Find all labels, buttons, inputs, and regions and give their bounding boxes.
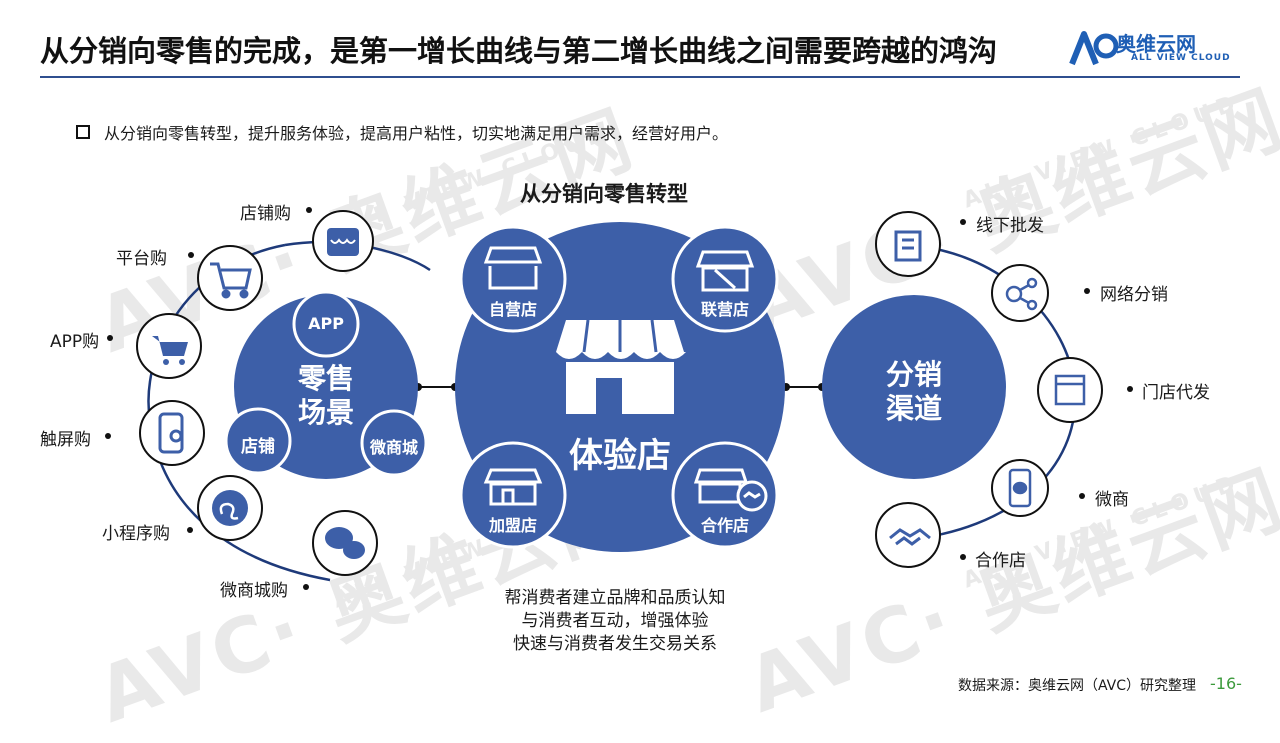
wechat-icon: [325, 527, 365, 559]
retail-node-app-label: APP: [308, 314, 344, 333]
retail-node-app: [292, 290, 360, 358]
franchise-store-icon: [483, 468, 543, 506]
bullet-square-icon: [76, 125, 90, 139]
storefront-icon: [556, 319, 686, 414]
dist-channel-label: 线下批发: [976, 216, 1044, 236]
source-note: 数据来源：奥维云网（AVC）研究整理: [958, 678, 1197, 694]
store-type-joint-label: 联营店: [700, 300, 749, 319]
touchscreen-icon: [158, 412, 184, 454]
retail-channel-label: APP购: [50, 332, 100, 352]
experience-hub-label: 体验店: [569, 436, 671, 476]
retail-node-store: [224, 407, 292, 475]
retail-node-mall-label: 微商城: [369, 438, 418, 457]
retail-node-mall: [360, 409, 428, 477]
avc-logo-icon: [1069, 31, 1119, 66]
benefit-line: 与消费者互动，增强体验: [521, 611, 709, 631]
benefit-line: 快速与消费者发生交易关系: [513, 634, 717, 654]
wholesale-icon: [894, 230, 922, 262]
retail-channel-label: 平台购: [116, 249, 167, 269]
self-store-icon: [483, 246, 543, 290]
benefit-line: 帮消费者建立品牌和品质认知: [504, 588, 726, 608]
channel-circle-platform: [197, 245, 263, 311]
distribution-hub-label: 分销渠道: [885, 358, 942, 425]
cart-icon: [210, 262, 252, 299]
page-number: -16-: [1210, 674, 1242, 693]
transformation-diagram: [105, 207, 1133, 590]
network-icon: [1005, 277, 1038, 311]
store-type-partner-label: 合作店: [700, 516, 749, 535]
bullet-text: 从分销向零售转型，提升服务体验，提高用户粘性，切实地满足用户需求，经营好用户。: [104, 124, 729, 143]
handshake-icon: [889, 528, 931, 546]
retail-channel-label: 微商城购: [220, 581, 288, 601]
dist-channel-label: 门店代发: [1142, 383, 1210, 403]
dist-channel-label: 微商: [1095, 490, 1129, 510]
retail-channel-label: 店铺购: [240, 204, 291, 224]
store-icon: [327, 228, 359, 256]
retail-node-store-label: 店铺: [241, 437, 275, 457]
joint-store-icon: [695, 250, 755, 292]
retail-channel-label: 触屏购: [40, 430, 91, 450]
dist-circle-dropship: [1037, 357, 1103, 423]
logo-brand: 奥维云网: [1116, 32, 1196, 56]
distribution-hub: [822, 295, 1006, 479]
store-type-franchise-label: 加盟店: [488, 516, 537, 535]
store-type-self: [459, 225, 567, 333]
dist-channel-label: 网络分销: [1100, 285, 1168, 305]
page-title: 从分销向零售的完成，是第一增长曲线与第二增长曲线之间需要跨越的鸿沟: [40, 34, 998, 68]
dist-circle-wholesale: [875, 211, 941, 277]
diagram-title: 从分销向零售转型: [520, 182, 688, 206]
partner-store-icon: [693, 468, 768, 512]
retail-hub-label: 零售场景: [297, 362, 354, 429]
phone-chat-icon: [1008, 468, 1032, 508]
storefront-outline-icon: [1054, 374, 1086, 406]
store-type-self-label: 自营店: [488, 300, 537, 319]
dist-channel-label: 合作店: [975, 551, 1026, 571]
mini-program-icon: [212, 490, 248, 526]
cart-icon: [152, 336, 188, 365]
logo-subtitle: ALL VIEW CLOUD: [1131, 53, 1231, 63]
title-divider: [40, 76, 1240, 78]
retail-channel-label: 小程序购: [102, 524, 170, 544]
